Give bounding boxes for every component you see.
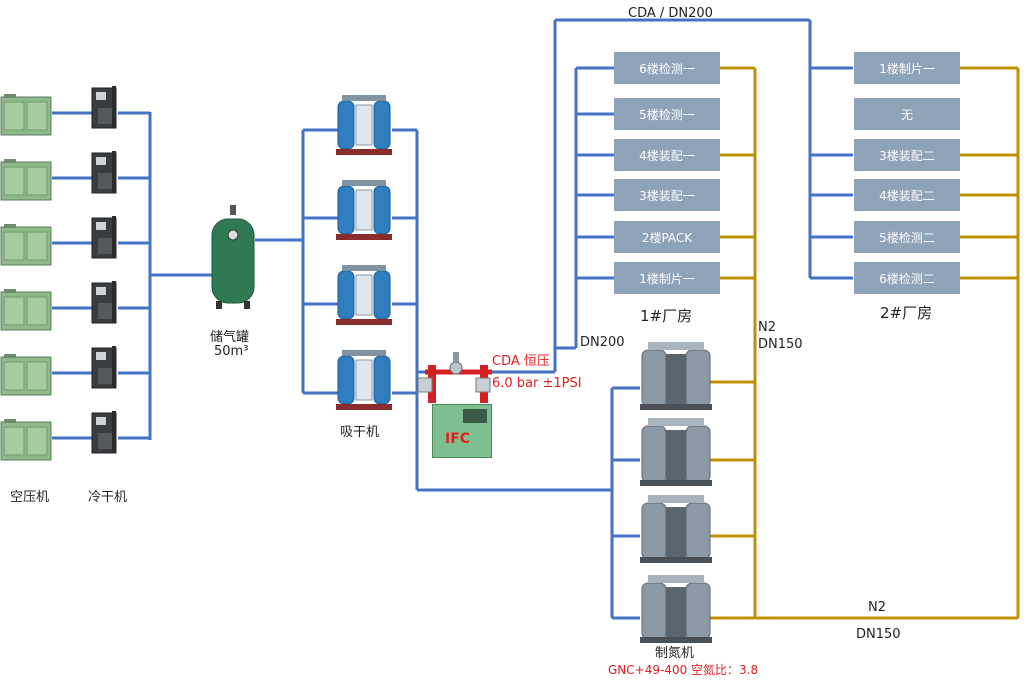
- cda-pipes: [52, 18, 853, 620]
- nitrogen-generator-icon: [640, 342, 712, 410]
- cda-pressure-label: 6.0 bar ±1PSI: [492, 376, 582, 391]
- plant1-room-box: 3楼装配一: [614, 179, 720, 211]
- n2-spec-label: GNC+49-400 空氮比：3.8: [608, 663, 759, 677]
- cda-main-label: CDA / DN200: [628, 6, 713, 21]
- air-compressor-icon: [0, 289, 52, 331]
- air-compressor-icon: [0, 224, 52, 266]
- tank-name-label: 储气罐: [210, 330, 250, 345]
- n2-pipes: [710, 66, 1020, 620]
- cooler-label: 冷干机: [88, 490, 128, 505]
- compressor-label: 空压机: [10, 490, 50, 505]
- air-compressor-icon: [0, 419, 52, 461]
- plant2-room-box: 3楼装配二: [854, 139, 960, 171]
- n2-label-a: N2: [758, 320, 776, 335]
- desiccant-dryer-icon: [336, 350, 392, 410]
- desiccant-dryer-icon: [336, 180, 392, 240]
- dn200-label: DN200: [580, 335, 625, 350]
- nitrogen-generator-icon: [640, 418, 712, 486]
- nitrogen-generator-icon: [640, 575, 712, 643]
- plant2-room-box: 1楼制片一: [854, 52, 960, 84]
- desiccant-dryer-icon: [336, 95, 392, 155]
- refrigerated-dryer-icon: [91, 216, 117, 259]
- cda-const-label: CDA 恒压: [492, 354, 550, 369]
- nitrogen-gen-label: 制氮机: [655, 646, 695, 661]
- ifc-panel: [463, 409, 487, 423]
- plant2-room-box: 4楼装配二: [854, 179, 960, 211]
- air-compressor-icon: [0, 354, 52, 396]
- plant1-room-box: 6楼检测一: [614, 52, 720, 84]
- refrigerated-dryer-icon: [91, 411, 117, 454]
- plant2-title: 2#厂房: [880, 304, 933, 322]
- plant2-room-box: 5楼检测二: [854, 221, 960, 253]
- ifc-cabinet: IFC: [432, 404, 492, 458]
- plant1-room-box: 5楼检测一: [614, 98, 720, 130]
- air-tank-icon: [211, 205, 255, 309]
- plant2-room-box: 无: [854, 98, 960, 130]
- refrigerated-dryer-icon: [91, 86, 117, 129]
- dn150-label-b: DN150: [856, 627, 901, 642]
- plant1-room-box: 1楼制片一: [614, 262, 720, 294]
- plant1-room-box: 2楼PACK: [614, 221, 720, 253]
- n2-label-b: N2: [868, 600, 886, 615]
- ifc-valve-assembly: [417, 352, 492, 403]
- ifc-label: IFC: [445, 431, 471, 447]
- refrigerated-dryer-icon: [91, 346, 117, 389]
- plant1-title: 1#厂房: [640, 307, 693, 325]
- refrigerated-dryer-icon: [91, 151, 117, 194]
- desiccant-dryer-icon: [336, 265, 392, 325]
- plant2-room-box: 6楼检测二: [854, 262, 960, 294]
- refrigerated-dryer-icon: [91, 281, 117, 324]
- nitrogen-generator-icon: [640, 495, 712, 563]
- air-compressor-icon: [0, 94, 52, 136]
- tank-volume-label: 50m³: [214, 344, 249, 359]
- dryer-label: 吸干机: [340, 425, 380, 440]
- dn150-label-a: DN150: [758, 337, 803, 352]
- air-compressor-icon: [0, 159, 52, 201]
- plant1-room-box: 4楼装配一: [614, 139, 720, 171]
